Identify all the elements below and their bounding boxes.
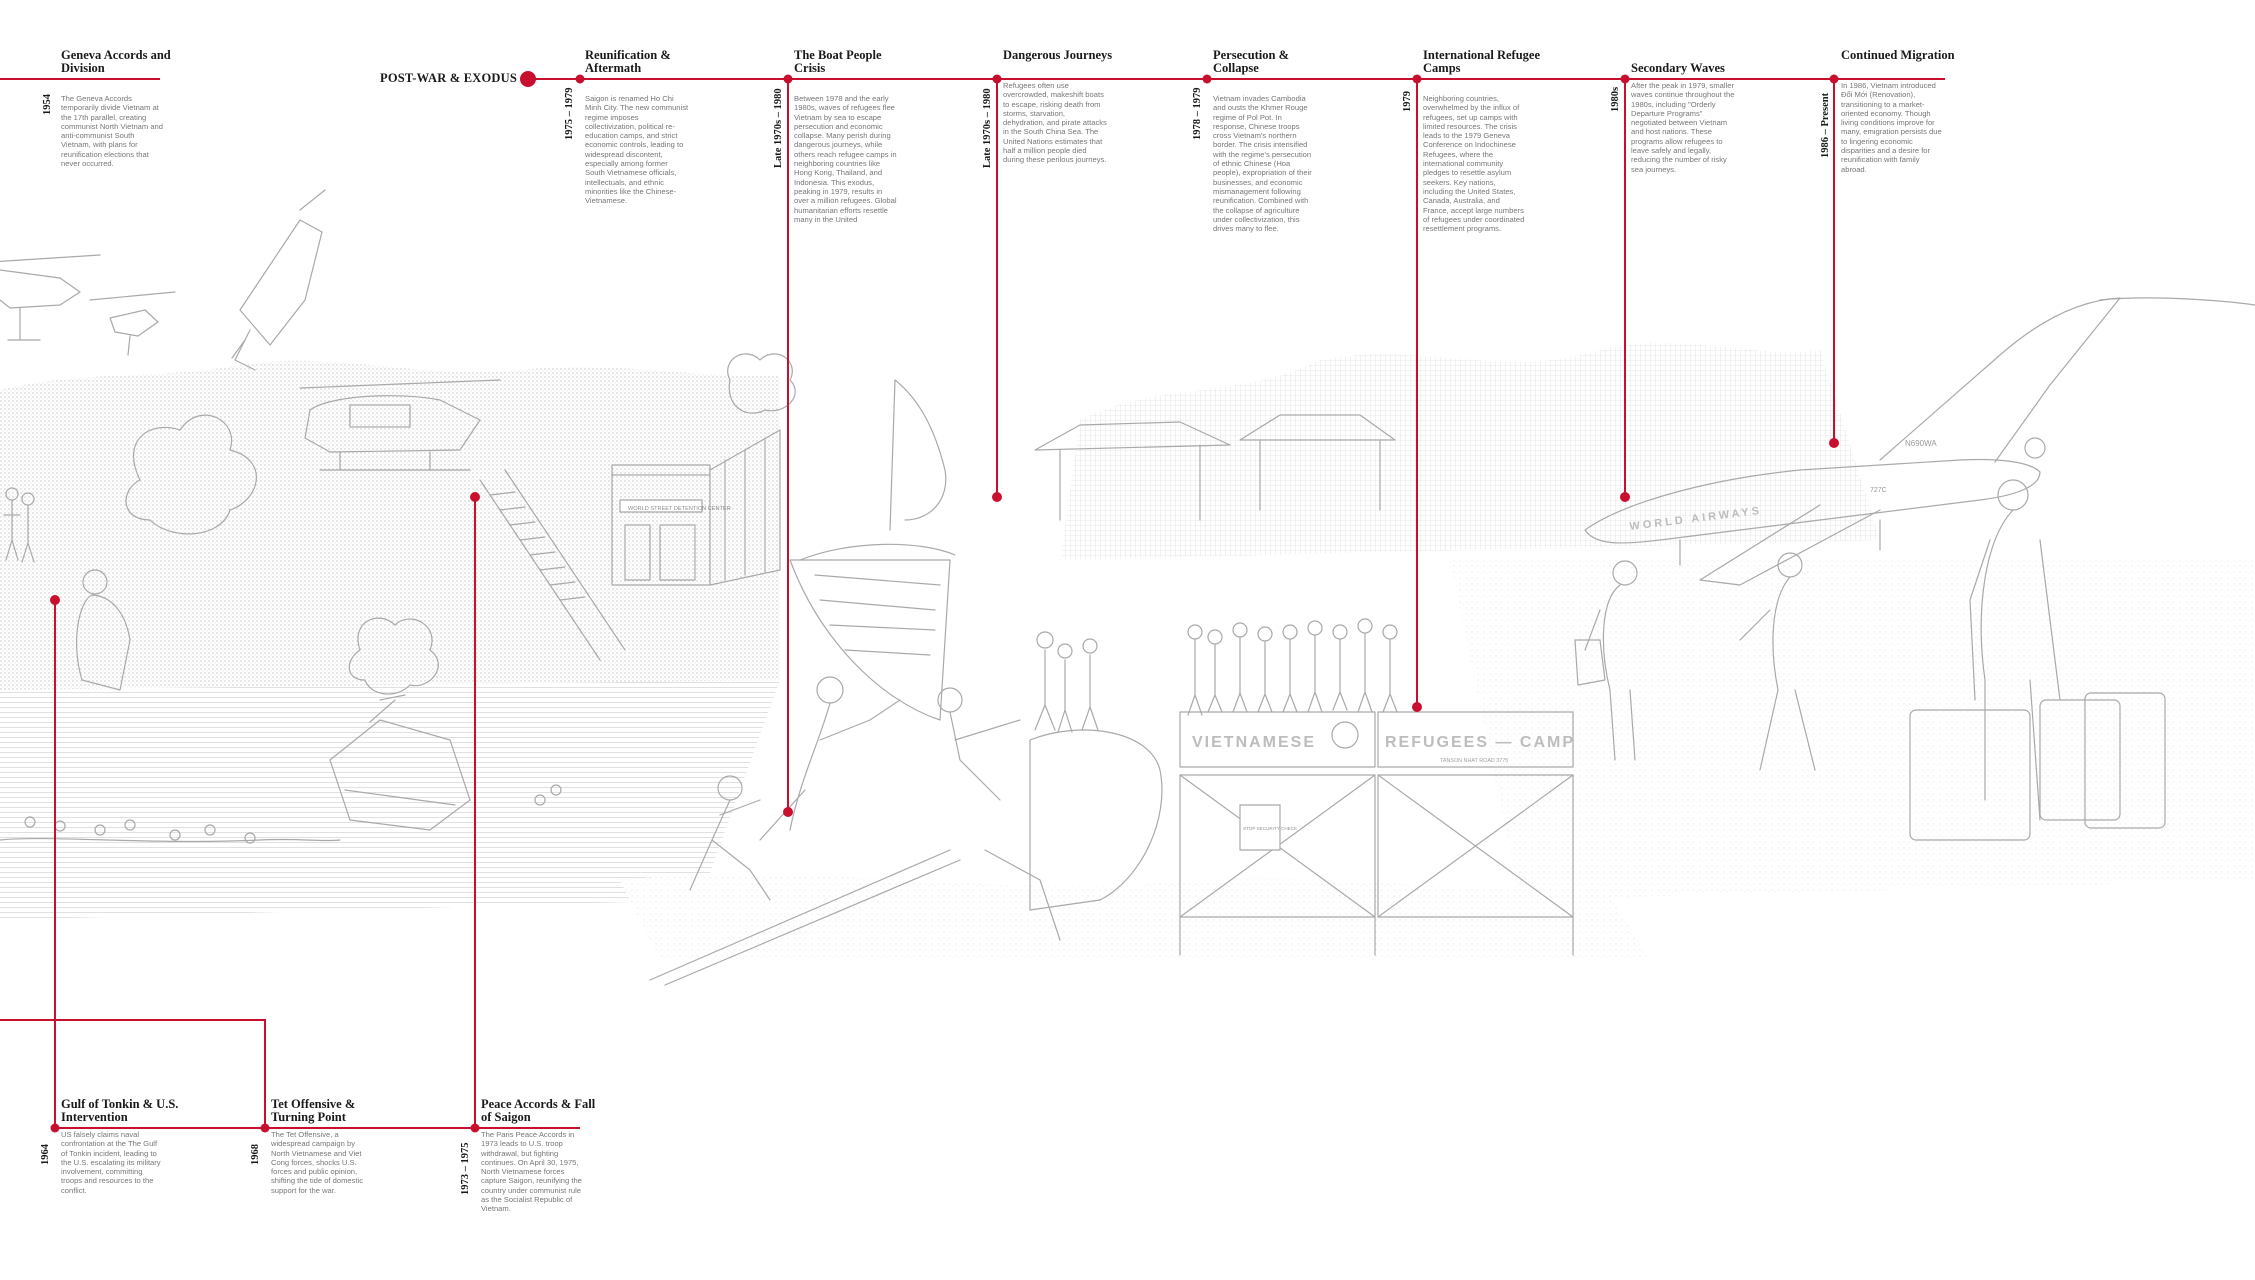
node-top-7 xyxy=(1829,74,1839,84)
event-title: Reunification & Aftermath xyxy=(585,48,671,75)
event-secondary-waves: Secondary Waves After the peak in 1979, … xyxy=(1631,62,1751,174)
event-description: Neighboring countries, overwhelmed by th… xyxy=(1423,94,1525,234)
helicopter-landed xyxy=(299,379,501,471)
event-description: After the peak in 1979, smaller waves co… xyxy=(1631,81,1735,174)
event-description: The Geneva Accords temporarily divide Vi… xyxy=(61,94,164,169)
event-title: Dangerous Journeys xyxy=(1003,48,1113,62)
gate-sign-right: REFUGEES — CAMP xyxy=(1385,734,1575,751)
event-dangerous-journeys: Dangerous Journeys Refugees often use ov… xyxy=(1003,49,1123,165)
event-title: Geneva Accords and Division xyxy=(61,48,171,75)
scene-node-boat xyxy=(783,807,793,817)
section-title-post-war-exodus: POST-WAR & EXODUS xyxy=(380,71,517,85)
scene-node-secondary xyxy=(1620,492,1630,502)
event-fall-of-saigon: Peace Accords & Fall of Saigon The Paris… xyxy=(481,1098,601,1214)
connector-step xyxy=(0,1019,266,1128)
event-title: Persecution & Collapse xyxy=(1213,48,1290,75)
staircase xyxy=(479,469,626,661)
event-title: Gulf of Tonkin & U.S. Intervention xyxy=(61,1097,179,1124)
event-description: Vietnam invades Cambodia and ousts the K… xyxy=(1213,94,1312,234)
event-date: 1973 – 1975 xyxy=(460,1142,471,1196)
node-top-1 xyxy=(575,74,585,84)
scene-node-dangerous xyxy=(992,492,1002,502)
refugee-boat xyxy=(789,379,956,721)
event-geneva-accords: Geneva Accords and Division The Geneva A… xyxy=(61,48,181,169)
event-title: Tet Offensive & Turning Point xyxy=(271,1097,356,1124)
event-tet-offensive: Tet Offensive & Turning Point The Tet Of… xyxy=(271,1098,391,1195)
helicopter-diving xyxy=(231,189,326,371)
event-gulf-of-tonkin: Gulf of Tonkin & U.S. Intervention US fa… xyxy=(61,1098,181,1195)
event-description: The Tet Offensive, a widespread campaign… xyxy=(271,1130,364,1195)
sinking-helicopter xyxy=(329,694,471,831)
gate-stop-sign: STOP SECURITY CHECK xyxy=(1243,826,1298,831)
scene-node-camps xyxy=(1412,702,1422,712)
scene-node-continued xyxy=(1829,438,1839,448)
node-top-6 xyxy=(1620,74,1630,84)
event-date: 1968 xyxy=(250,1144,261,1165)
shore-texture xyxy=(620,874,1650,960)
event-refugee-camps: International Refugee Camps Neighboring … xyxy=(1423,48,1543,234)
event-date: 1978 – 1979 xyxy=(1192,87,1203,141)
event-date: 1964 xyxy=(40,1144,51,1165)
trees xyxy=(125,353,796,695)
node-top-4 xyxy=(1202,74,1212,84)
camp-gate xyxy=(1179,711,1574,956)
distant-camp-texture xyxy=(1060,342,1880,560)
event-title: International Refugee Camps xyxy=(1423,48,1540,75)
scene-node-gulf xyxy=(50,595,60,605)
node-top-3 xyxy=(992,74,1002,84)
walking-figures xyxy=(1574,479,2166,841)
event-description: In 1986, Vietnam introduced Đổi Mới (Ren… xyxy=(1841,81,1942,174)
event-boat-people: The Boat People Crisis Between 1978 and … xyxy=(794,49,914,224)
plane-model: 727C xyxy=(1870,487,1887,494)
hill-texture xyxy=(0,360,780,690)
event-date: 1980s xyxy=(1610,86,1621,112)
helicopter-left xyxy=(0,254,101,341)
camp-tents xyxy=(1034,414,1396,521)
event-reunification: Reunification & Aftermath Saigon is rena… xyxy=(585,49,705,206)
scene-node-fall xyxy=(470,492,480,502)
plane-tail-number: N690WA xyxy=(1905,439,1937,448)
gate-subtext: TANSON NHAT ROAD 3775 xyxy=(1440,758,1508,764)
node-bottom-2 xyxy=(260,1123,270,1133)
event-description: Saigon is renamed Ho Chi Minh City. The … xyxy=(585,94,689,206)
event-date: 1954 xyxy=(42,94,53,115)
swimmers xyxy=(0,784,562,844)
event-date: 1979 xyxy=(1402,91,1413,112)
building-sign: WORLD STREET DETENTION CENTER xyxy=(628,506,731,512)
detention-building xyxy=(611,429,781,586)
helicopter-small xyxy=(89,291,176,356)
node-bottom-3 xyxy=(470,1123,480,1133)
foreground-figures xyxy=(649,676,1163,986)
event-date: 1975 – 1979 xyxy=(564,87,575,141)
node-top-2 xyxy=(783,74,793,84)
event-title: Secondary Waves xyxy=(1631,61,1725,75)
water-texture xyxy=(0,680,780,920)
event-description: US falsely claims naval confrontation at… xyxy=(61,1130,161,1195)
event-description: Between 1978 and the early 1980s, waves … xyxy=(794,94,897,224)
node-top-5 xyxy=(1412,74,1422,84)
node-post-war xyxy=(520,71,536,87)
tarmac-texture xyxy=(1450,560,2255,900)
event-persecution: Persecution & Collapse Vietnam invades C… xyxy=(1213,48,1333,234)
event-date: Late 1970s – 1980 xyxy=(773,88,784,168)
event-continued-migration: Continued Migration In 1986, Vietnam int… xyxy=(1841,49,1961,174)
crowd-figures xyxy=(3,487,1398,733)
event-date: Late 1970s – 1980 xyxy=(982,88,993,168)
event-title: Peace Accords & Fall of Saigon xyxy=(481,1097,596,1124)
event-title: The Boat People Crisis xyxy=(794,48,882,75)
airplane xyxy=(1584,297,2255,586)
node-bottom-1 xyxy=(50,1123,60,1133)
event-description: The Paris Peace Accords in 1973 leads to… xyxy=(481,1130,582,1214)
event-title: Continued Migration xyxy=(1841,48,1955,62)
event-date: 1986 – Present xyxy=(1820,92,1831,158)
event-description: Refugees often use overcrowded, makeshif… xyxy=(1003,81,1107,165)
gate-sign-left: VIETNAMESE xyxy=(1192,734,1316,751)
